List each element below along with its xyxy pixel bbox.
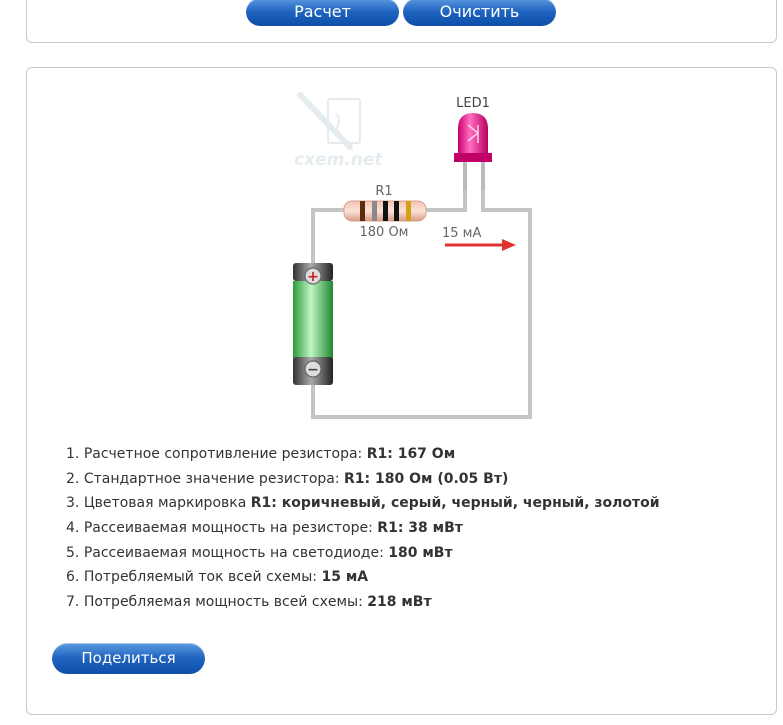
current-label: 15 мА: [442, 226, 481, 241]
resistor-band: [383, 201, 388, 221]
resistor-value-label: 180 Ом: [360, 225, 409, 240]
result-item: 7. Потребляемая мощность всей схемы: 218…: [66, 590, 660, 615]
result-item: 2. Стандартное значение резистора: R1: 1…: [66, 467, 660, 492]
result-number: 4.: [66, 520, 84, 537]
share-button[interactable]: Поделиться: [52, 643, 205, 674]
result-label: Рассеиваемая мощность на резисторе:: [83, 520, 378, 537]
watermark-logo: cxem.net: [294, 92, 383, 170]
battery-minus-sign: −: [307, 362, 319, 378]
resistor-band: [406, 201, 411, 221]
resistor-band: [372, 201, 377, 221]
result-number: 2.: [66, 470, 84, 487]
clear-button[interactable]: Очистить: [403, 0, 556, 26]
result-value: R1: коричневый, серый, черный, черный, з…: [250, 495, 660, 512]
result-value: 15 мА: [321, 569, 369, 586]
resistor-band: [394, 201, 399, 221]
result-label: Потребляемый ток всей схемы:: [83, 569, 322, 586]
result-value: 218 мВт: [367, 594, 432, 611]
result-value: R1: 180 Ом (0.05 Вт): [344, 470, 509, 487]
circuit-diagram: cxem.net LED1 R1 180 Ом 15 мА + −: [293, 92, 532, 419]
result-number: 6.: [66, 569, 84, 586]
result-label: Цветовая маркировка: [83, 495, 251, 512]
result-item: 6. Потребляемый ток всей схемы: 15 мА: [66, 565, 660, 590]
battery-plus-sign: +: [307, 269, 319, 285]
resistor-label: R1: [375, 184, 392, 199]
calculate-button[interactable]: Расчет: [246, 0, 399, 26]
led-component: LED1: [454, 96, 492, 190]
result-value: R1: 167 Ом: [366, 446, 456, 462]
resistor-component: R1 180 Ом: [343, 184, 427, 240]
result-value: 180 мВт: [388, 544, 453, 561]
circuit-wires: [311, 188, 532, 419]
result-item: 4. Рассеиваемая мощность на резисторе: R…: [66, 516, 660, 541]
result-number: 1.: [66, 446, 84, 462]
result-panel: [26, 67, 777, 715]
result-label: Потребляемая мощность всей схемы:: [83, 594, 368, 611]
led-label: LED1: [456, 96, 490, 111]
current-arrow: 15 мА: [442, 226, 516, 251]
watermark-text: cxem.net: [294, 150, 383, 170]
resistor-color-bands: [360, 201, 411, 221]
result-value: R1: 38 мВт: [377, 520, 463, 537]
results-list: 1. Расчетное сопротивление резистора: R1…: [66, 442, 660, 615]
result-number: 3.: [66, 495, 84, 512]
result-label: Рассеиваемая мощность на светодиоде:: [83, 544, 389, 561]
calc-controls-panel: [26, 0, 777, 43]
result-number: 7.: [66, 594, 84, 611]
result-item: 3. Цветовая маркировка R1: коричневый, с…: [66, 491, 660, 516]
result-label: Расчетное сопротивление резистора:: [83, 446, 367, 462]
battery-component: + −: [293, 263, 333, 385]
resistor-band: [360, 201, 365, 221]
result-item: 1. Расчетное сопротивление резистора: R1…: [66, 442, 660, 467]
result-item: 5. Рассеиваемая мощность на светодиоде: …: [66, 541, 660, 566]
result-number: 5.: [66, 544, 84, 561]
result-label: Стандартное значение резистора:: [83, 470, 345, 487]
